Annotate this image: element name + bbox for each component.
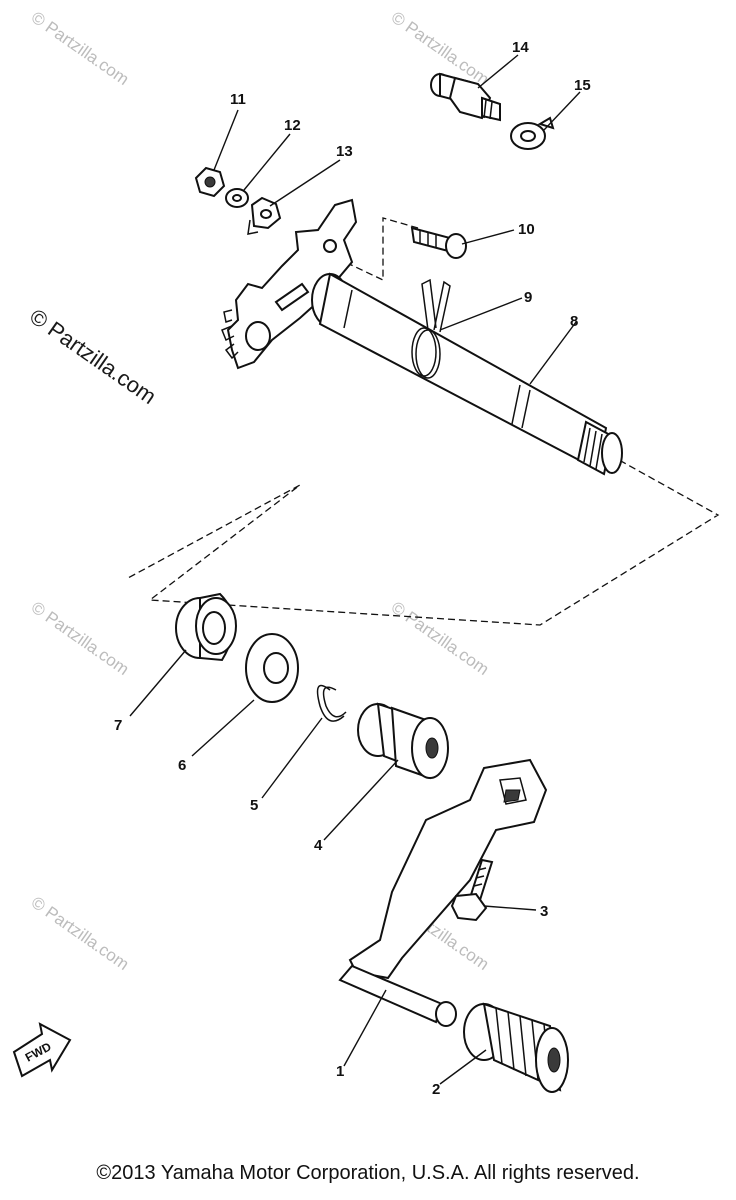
callout-4: 4: [314, 837, 323, 854]
callout-13: 13: [336, 143, 353, 160]
leader-lines: [129, 54, 581, 1085]
watermark-mid-left: © Partzilla.com: [28, 598, 133, 679]
part-8-shift-shaft: [221, 198, 623, 476]
assembly-lines: [127, 217, 720, 626]
watermark-top-left: © Partzilla.com: [28, 8, 133, 89]
callout-7: 7: [114, 717, 122, 734]
part-4-collar: [357, 702, 449, 780]
callout-10: 10: [518, 221, 535, 238]
callout-5: 5: [250, 797, 258, 814]
part-13-stopper-plate: [247, 196, 282, 235]
callout-14: 14: [512, 39, 529, 56]
callout-3: 3: [540, 903, 548, 920]
callout-11: 11: [230, 91, 246, 108]
part-3-bolt: [450, 858, 494, 922]
callout-2: 2: [432, 1081, 440, 1098]
copyright-notice: ©2013 Yamaha Motor Corporation, U.S.A. A…: [96, 1162, 640, 1184]
part-10-pin: [410, 226, 467, 259]
part-7-oil-seal: [175, 592, 237, 662]
part-14-bolt: [430, 72, 501, 122]
watermark-low-left: © Partzilla.com: [28, 893, 133, 974]
forward-direction-badge: FWD: [12, 1022, 72, 1078]
callout-1: 1: [336, 1063, 344, 1080]
part-2-pedal-rubber: [463, 1002, 569, 1093]
part-5-circlip: [316, 684, 347, 722]
part-12-washer: [225, 188, 249, 208]
part-shift-pedal: [338, 758, 548, 1027]
part-11-nut: [194, 166, 226, 198]
part-6-washer: [245, 633, 299, 703]
assembly-line-shaft: [127, 454, 720, 626]
callout-6: 6: [178, 757, 186, 774]
callout-9: 9: [524, 289, 532, 306]
watermark-strong: © Partzilla.com: [25, 304, 161, 410]
watermark-mid-right: © Partzilla.com: [388, 598, 493, 679]
callout-labels: 1 2 3 4 5 6 7 8 9 10 11 12 13 14 15: [114, 39, 591, 1098]
part-9-spring: [411, 278, 451, 379]
callout-15: 15: [574, 77, 591, 94]
callout-12: 12: [284, 117, 301, 134]
assembly-line-bolt: [344, 217, 419, 282]
callout-8: 8: [570, 313, 578, 330]
part-15-lock-washer: [510, 116, 555, 150]
shift-shaft-exploded-diagram: © Partzilla.com © Partzilla.com © Partzi…: [12, 8, 720, 1098]
